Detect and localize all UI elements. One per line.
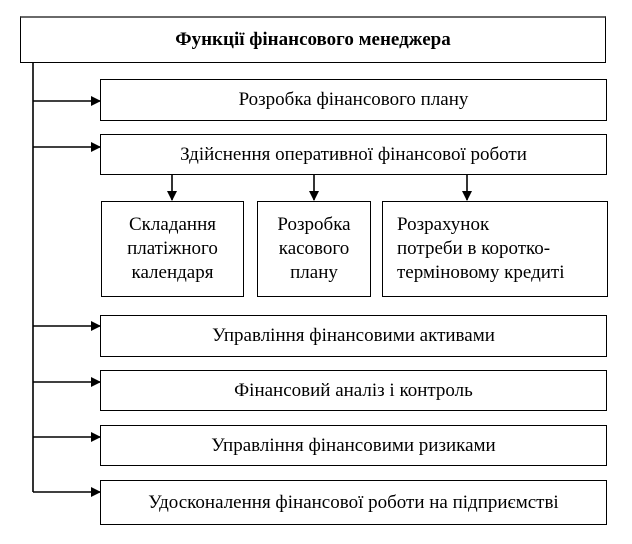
function-label-3: Управління фінансовими активами [212, 325, 495, 347]
subtask-3-line-1: Розрахунок [397, 214, 490, 236]
diagram-title-text: Функції фінансового менеджера [175, 29, 451, 51]
subtask-2-line-3: плану [290, 261, 338, 283]
subtask-2-line-1: Розробка [277, 214, 351, 236]
function-box-4: Фінансовий аналіз і контроль [100, 370, 607, 411]
function-box-1: Розробка фінансового плану [100, 79, 607, 121]
subtask-box-1: Складання платіжного календаря [101, 201, 244, 297]
subtask-1-line-3: календаря [131, 261, 214, 283]
subtask-1-line-2: платіжного [127, 238, 218, 260]
subtask-1-line-1: Складання [129, 214, 216, 236]
function-label-6: Удосконалення фінансової роботи на підпр… [148, 491, 559, 513]
function-label-2: Здійснення оперативної фінансової роботи [180, 143, 527, 165]
function-label-5: Управління фінансовими ризиками [211, 434, 496, 456]
function-label-1: Розробка фінансового плану [238, 89, 469, 111]
subtask-box-2: Розробка касового плану [257, 201, 371, 297]
function-label-4: Фінансовий аналіз і контроль [234, 379, 473, 401]
subtask-3-line-3: терміновому кредиті [397, 261, 565, 283]
function-box-3: Управління фінансовими активами [100, 315, 607, 357]
function-box-6: Удосконалення фінансової роботи на підпр… [100, 480, 607, 525]
function-box-5: Управління фінансовими ризиками [100, 425, 607, 466]
subtask-2-line-2: касового [278, 238, 350, 260]
subtask-box-3: Розрахунок потреби в коротко- терміновом… [382, 201, 608, 297]
subtask-3-line-2: потреби в коротко- [397, 238, 551, 260]
diagram-title: Функції фінансового менеджера [20, 16, 606, 63]
function-box-2: Здійснення оперативної фінансової роботи [100, 134, 607, 175]
